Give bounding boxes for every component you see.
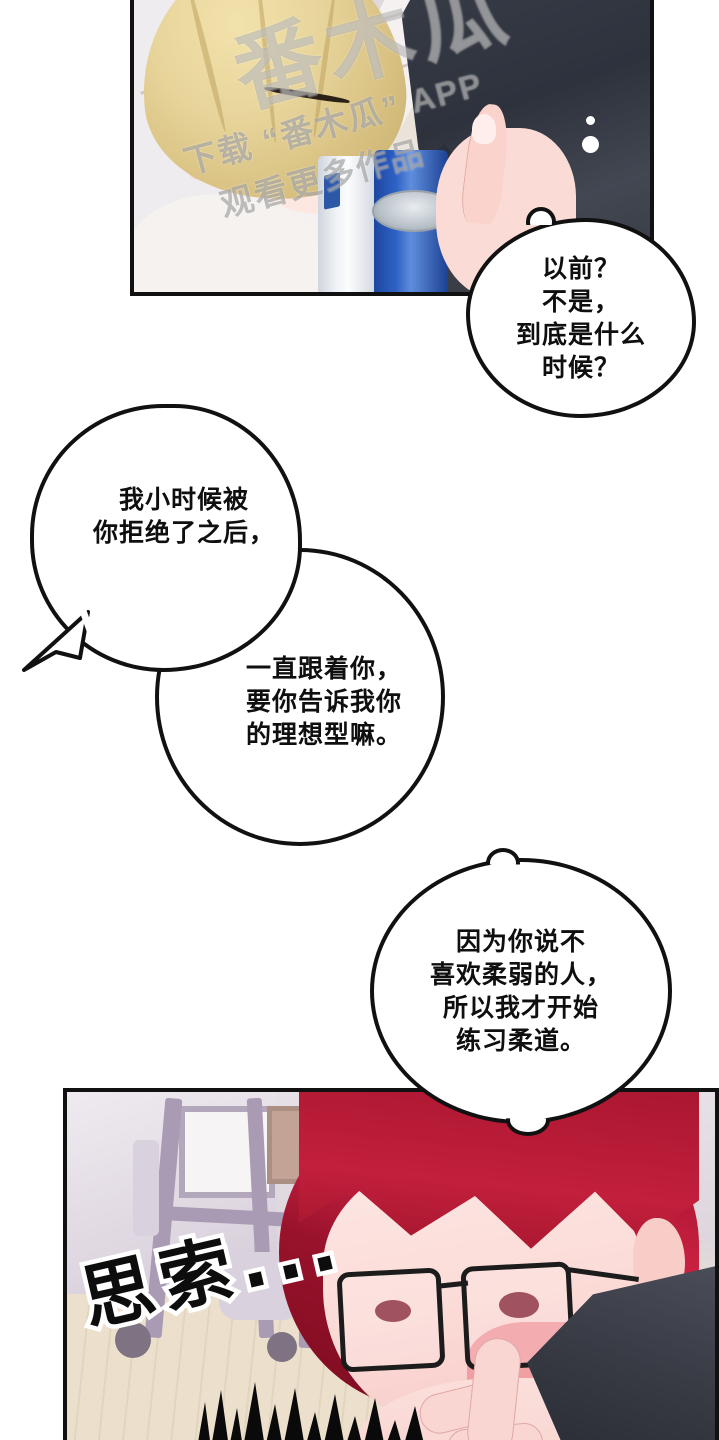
- speech-tail-icon: [22, 606, 94, 672]
- speech-bubble-2-text: 我小时候被 你拒绝了之后，: [92, 485, 275, 547]
- speech-bubble-1[interactable]: 以前？ 不是， 到底是什么 时候？: [466, 218, 696, 418]
- shirt-hole-large: [582, 136, 599, 153]
- speech-bubble-4-text: 因为你说不 喜欢柔弱的人， 所以我才开始 练习柔道。: [429, 927, 612, 1055]
- gym-equipment-pad: [133, 1140, 159, 1236]
- blonde-shoulder: [134, 194, 318, 292]
- rack-wheel: [267, 1332, 297, 1362]
- right-eye: [499, 1292, 539, 1318]
- glasses-left-lens: [336, 1267, 446, 1373]
- grass-silhouette-icon: [198, 1382, 424, 1440]
- comic-panel-top: 番木瓜 下载 “番木瓜” APP 观看更多作品: [130, 0, 654, 296]
- fingernail: [472, 114, 496, 144]
- left-eye: [375, 1300, 411, 1322]
- speech-bubble-3-text: 一直跟着你， 要你告诉我你 的理想型嘛。: [245, 653, 402, 749]
- speech-bubble-1-text: 以前？ 不是， 到底是什么 时候？: [515, 254, 646, 382]
- shirt-hole-small: [586, 116, 595, 125]
- speech-bubble-4[interactable]: 因为你说不 喜欢柔弱的人， 所以我才开始 练习柔道。: [370, 858, 672, 1124]
- speech-bubble-2[interactable]: 我小时候被 你拒绝了之后，: [22, 404, 302, 672]
- silver-can: [318, 156, 376, 292]
- comic-panel-bottom: [63, 1088, 719, 1440]
- rack-wheel: [115, 1322, 151, 1358]
